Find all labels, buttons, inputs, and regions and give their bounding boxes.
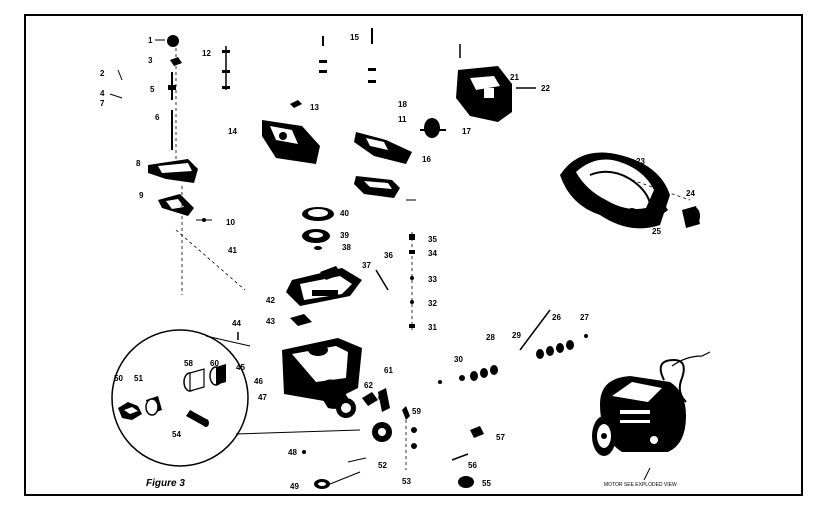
callout-42: 42: [266, 296, 275, 305]
callout-31: 31: [428, 323, 437, 332]
diagram-border: [24, 14, 803, 496]
callout-53: 53: [402, 477, 411, 486]
callout-18: 18: [398, 100, 407, 109]
callout-63: 63: [378, 393, 387, 402]
callout-45: 45: [236, 363, 245, 372]
part-knob: [155, 35, 179, 47]
callout-21: 21: [510, 73, 519, 82]
callout-3: 3: [148, 56, 153, 65]
callout-36: 36: [384, 251, 393, 260]
callout-2: 2: [100, 69, 105, 78]
callout-26: 26: [552, 313, 561, 322]
callout-29: 29: [512, 331, 521, 340]
callout-1: 1: [148, 36, 153, 45]
callout-52: 52: [378, 461, 387, 470]
part-shaft-column: [375, 232, 415, 330]
callout-59: 59: [412, 407, 421, 416]
part-screw-stack-center: [319, 28, 376, 83]
part-plate-19: [354, 176, 416, 201]
part-cover-21: [456, 44, 536, 122]
part-plug-17: [420, 118, 446, 138]
callout-14: 14: [228, 127, 237, 136]
callout-49: 49: [290, 482, 299, 491]
callout-50: 50: [114, 374, 123, 383]
callout-6: 6: [155, 113, 160, 122]
callout-54: 54: [172, 430, 181, 439]
callout-30: 30: [454, 355, 463, 364]
part-knob-24: [682, 206, 700, 228]
part-clamp-15: [354, 132, 412, 164]
part-housing-14: [262, 100, 320, 164]
callout-25: 25: [652, 227, 661, 236]
callout-41: 41: [228, 246, 237, 255]
callout-51: 51: [134, 374, 143, 383]
callout-27: 27: [580, 313, 589, 322]
callout-48: 48: [288, 448, 297, 457]
callout-56: 56: [468, 461, 477, 470]
callout-8: 8: [136, 159, 141, 168]
part-motor: [592, 351, 711, 481]
part-gear-39: [302, 229, 330, 250]
part-nut-25: [656, 204, 668, 216]
callout-23: 23: [636, 157, 645, 166]
callout-15: 15: [350, 33, 359, 42]
part-bracket-9: [158, 194, 212, 222]
callout-11: 11: [398, 115, 407, 124]
callout-40: 40: [340, 209, 349, 218]
motor-note: MOTOR SEE EXPLODED VIEW: [604, 482, 677, 488]
callout-5: 5: [150, 85, 155, 94]
callout-9: 9: [139, 191, 144, 200]
callout-35: 35: [428, 235, 437, 244]
figure-caption: Figure 3: [146, 478, 185, 489]
callout-44: 44: [232, 319, 241, 328]
callout-17: 17: [462, 127, 471, 136]
part-hardware-lower: [302, 388, 484, 489]
callout-57: 57: [496, 433, 505, 442]
callout-43: 43: [266, 317, 275, 326]
callout-24: 24: [686, 189, 695, 198]
callout-16: 16: [422, 155, 431, 164]
callout-7: 7: [100, 99, 105, 108]
part-screw-stack-left: [109, 57, 182, 150]
callout-55: 55: [482, 479, 491, 488]
callout-4: 4: [100, 89, 105, 98]
callout-22: 22: [541, 84, 550, 93]
callout-58: 58: [184, 359, 193, 368]
callout-60: 60: [210, 359, 219, 368]
part-bracket-8: [148, 159, 198, 183]
callout-62: 62: [364, 381, 373, 390]
callout-labels: 1 2 3 4 5 6 7 8 9 10 11 12 13 14 15 16 1…: [100, 33, 695, 491]
dashed-leaders-left: [175, 48, 246, 295]
part-base-42: [286, 266, 362, 306]
callout-13: 13: [310, 103, 319, 112]
part-blade-guard-23: [560, 152, 691, 229]
callout-46: 46: [254, 377, 263, 386]
part-gear-case-47: [282, 338, 362, 418]
inset-detail-circle: [111, 329, 361, 467]
callout-47: 47: [258, 393, 267, 402]
callout-28: 28: [486, 333, 495, 342]
part-gear-40: [302, 207, 334, 221]
part-bearings-row: [438, 309, 588, 384]
callout-37: 37: [362, 261, 371, 270]
callout-10: 10: [226, 218, 235, 227]
callout-33: 33: [428, 275, 437, 284]
callout-61: 61: [384, 366, 393, 375]
callout-34: 34: [428, 249, 437, 258]
callout-32: 32: [428, 299, 437, 308]
part-washers-12: [222, 46, 230, 90]
part-clip-43: [290, 314, 312, 326]
callout-12: 12: [202, 49, 211, 58]
callout-38: 38: [342, 243, 351, 252]
callout-39: 39: [340, 231, 349, 240]
